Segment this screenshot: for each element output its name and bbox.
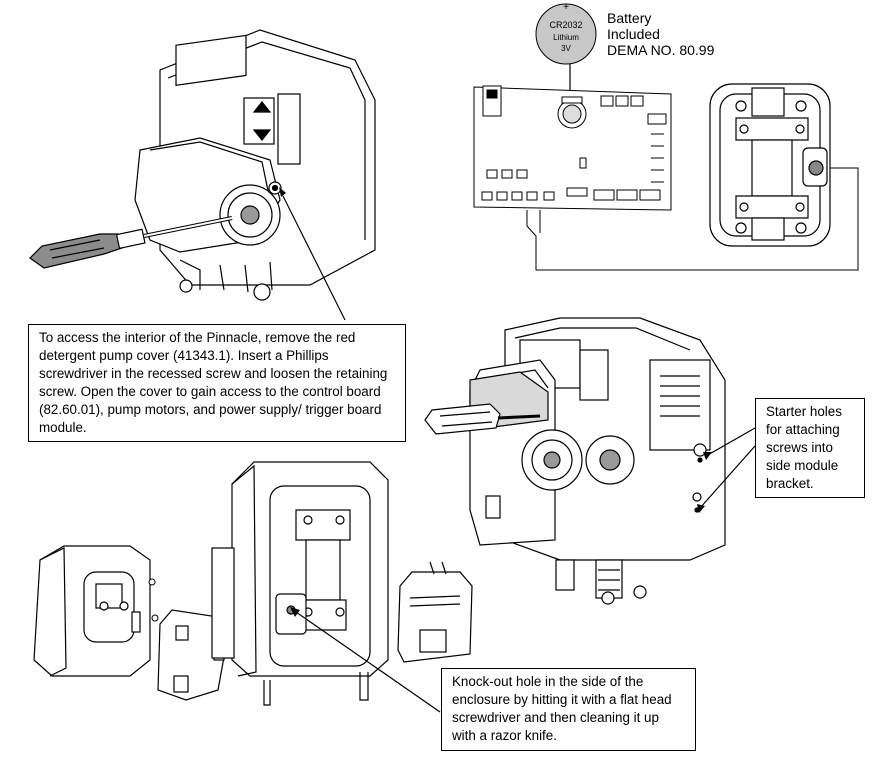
battery-label-line-2: Included — [607, 26, 660, 42]
access-callout-arrowhead — [279, 187, 286, 197]
enclosure-back-icon — [211, 461, 389, 706]
pump-unit-open-icon — [469, 317, 726, 605]
battery-model-text: CR2032 — [549, 20, 582, 30]
coin-battery-icon: + CR2032 Lithium 3V — [535, 2, 597, 65]
module-bracket-plate-icon — [397, 561, 473, 663]
starter-holes-arrowhead-1 — [703, 452, 712, 460]
side-module-icon — [709, 83, 831, 247]
pump-unit-icon — [134, 29, 376, 301]
battery-label-line-3: DEMA NO. 80.99 — [607, 42, 715, 58]
screwdriver-right-icon — [424, 403, 541, 435]
side-module-exploded-icon — [33, 545, 151, 677]
access-interior-text: To access the interior of the Pinnacle, … — [39, 330, 388, 435]
battery-label: Battery Included DEMA NO. 80.99 — [607, 10, 714, 58]
battery-voltage-text: 3V — [561, 44, 571, 53]
board-cable — [526, 167, 859, 271]
screwdriver-icon — [29, 216, 233, 269]
screws-icon — [148, 578, 159, 622]
access-interior-callout: To access the interior of the Pinnacle, … — [28, 324, 406, 442]
knockout-leader — [295, 611, 441, 713]
control-board-icon — [473, 85, 672, 211]
battery-plus-sign: + — [563, 2, 569, 13]
battery-chemistry-text: Lithium — [553, 33, 579, 42]
access-callout-leader — [282, 195, 346, 321]
knockout-hole-text: Knock-out hole in the side of the enclos… — [452, 674, 672, 743]
starter-holes-leader — [699, 427, 756, 509]
knockout-arrowhead — [290, 607, 300, 617]
knockout-hole-callout: Knock-out hole in the side of the enclos… — [441, 668, 696, 751]
starter-holes-arrowhead-2 — [697, 504, 705, 513]
starter-holes-callout: Starter holes for attaching screws into … — [755, 398, 865, 498]
battery-label-line-1: Battery — [607, 10, 652, 26]
starter-holes-text: Starter holes for attaching screws into … — [766, 404, 842, 491]
